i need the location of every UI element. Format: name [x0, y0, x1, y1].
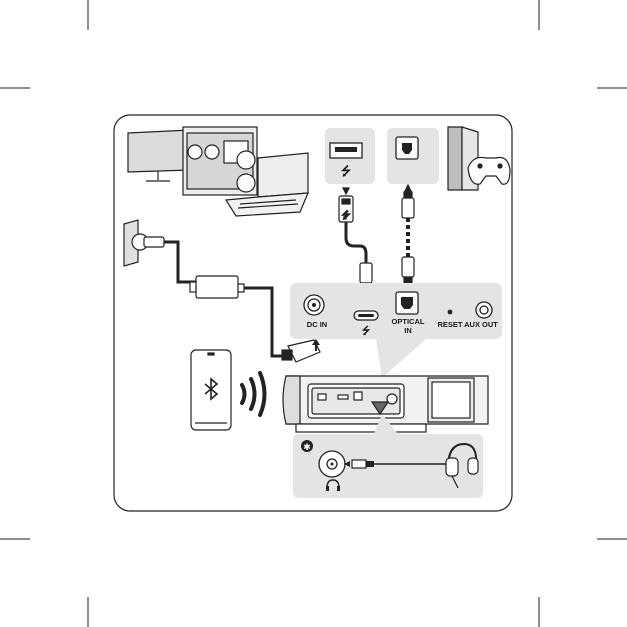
usb-symbol-top: ⭍: [341, 164, 351, 178]
svg-text:⭍: ⭍: [342, 210, 350, 220]
reset-button: [448, 310, 453, 315]
dc-in-label: DC IN: [307, 320, 327, 329]
monitor: [128, 130, 190, 172]
optical-in-label-2: IN: [404, 326, 412, 335]
optical-port-panel: [387, 128, 439, 184]
usb-port-panel: ⭍: [325, 128, 375, 184]
optional-star: ✱: [303, 442, 311, 452]
optical-in-label: OPTICAL: [392, 317, 425, 326]
headphone-inset: ✱: [293, 434, 483, 498]
usb-c-symbol: ⭍: [362, 325, 371, 337]
reset-label: RESET: [437, 320, 462, 329]
laptop: [258, 153, 308, 197]
game-console: [448, 127, 462, 190]
aux-out-label: AUX OUT: [464, 320, 498, 329]
